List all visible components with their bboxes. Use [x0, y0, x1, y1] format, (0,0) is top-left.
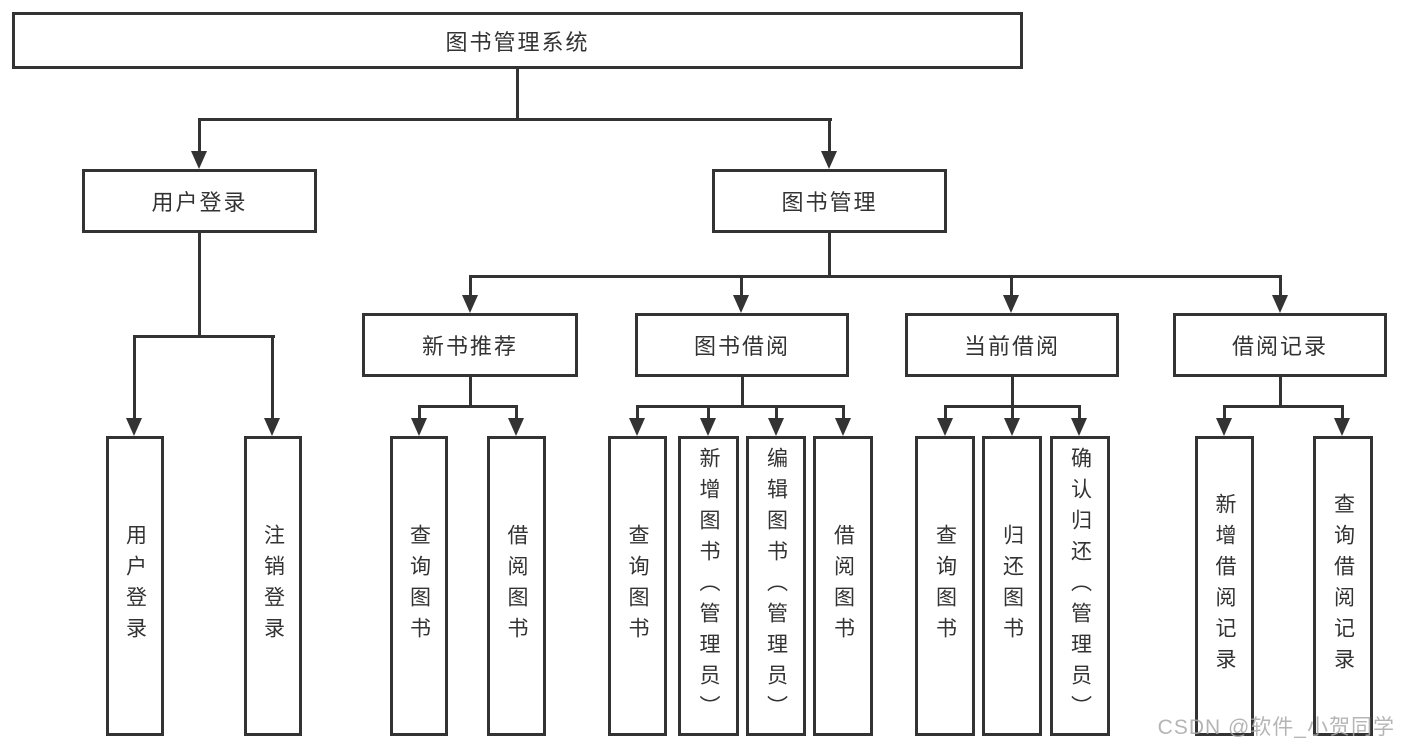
leaf-query-books-current: 查询图书	[915, 436, 975, 736]
node-user-login: 用户登录	[82, 169, 317, 233]
arrowhead-down-icon	[508, 418, 524, 436]
leaf-user-login: 用户登录	[106, 436, 164, 736]
connector-hline	[198, 118, 832, 121]
arrowhead-down-icon	[821, 151, 837, 169]
arrowhead-down-icon	[700, 418, 716, 436]
connector-vline	[418, 405, 421, 422]
arrowhead-down-icon	[733, 295, 749, 313]
connector-vline	[828, 118, 831, 156]
arrowhead-down-icon	[1071, 418, 1087, 436]
node-new-book-recommend: 新书推荐	[362, 313, 578, 377]
connector-vline	[636, 405, 639, 422]
arrowhead-down-icon	[191, 151, 207, 169]
connector-vline	[741, 377, 744, 407]
arrowhead-down-icon	[411, 418, 427, 436]
arrowhead-down-icon	[1334, 418, 1350, 436]
csdn-watermark: CSDN @软件_小贺同学	[1157, 716, 1395, 739]
connector-hline	[469, 275, 1282, 278]
leaf-borrow-books: 借阅图书	[813, 436, 873, 736]
leaf-add-books-admin: 新增图书（管理员）	[678, 436, 739, 736]
leaf-query-books-recommend: 查询图书	[390, 436, 448, 736]
arrowhead-down-icon	[937, 418, 953, 436]
arrowhead-down-icon	[126, 418, 142, 436]
leaf-borrow-books-recommend: 借阅图书	[487, 436, 546, 736]
connector-vline	[842, 405, 845, 422]
arrowhead-down-icon	[768, 418, 784, 436]
node-book-management: 图书管理	[712, 169, 947, 233]
arrowhead-down-icon	[1004, 418, 1020, 436]
arrowhead-down-icon	[462, 295, 478, 313]
arrowhead-down-icon	[1216, 418, 1232, 436]
connector-vline	[1341, 405, 1344, 422]
connector-vline	[1010, 275, 1013, 300]
connector-vline	[516, 68, 519, 120]
connector-vline	[1223, 405, 1226, 422]
leaf-edit-books-admin: 编辑图书（管理员）	[746, 436, 806, 736]
arrowhead-down-icon	[835, 418, 851, 436]
connector-vline	[740, 275, 743, 300]
leaf-add-borrow-record: 新增借阅记录	[1195, 436, 1254, 736]
connector-vline	[707, 405, 710, 422]
connector-vline	[1279, 275, 1282, 300]
leaf-query-books-borrowing: 查询图书	[608, 436, 667, 736]
connector-vline	[469, 275, 472, 300]
connector-vline	[198, 233, 201, 337]
arrowhead-down-icon	[264, 418, 280, 436]
arrowhead-down-icon	[1272, 295, 1288, 313]
node-borrowing-records: 借阅记录	[1173, 313, 1387, 377]
connector-vline	[1011, 377, 1014, 407]
connector-vline	[271, 335, 274, 421]
node-book-borrowing: 图书借阅	[635, 313, 849, 377]
arrowhead-down-icon	[1003, 295, 1019, 313]
connector-hline	[418, 405, 518, 408]
leaf-return-books: 归还图书	[982, 436, 1042, 736]
connector-vline	[1011, 405, 1014, 422]
connector-vline	[133, 335, 136, 421]
connector-vline	[198, 118, 201, 156]
connector-vline	[775, 405, 778, 422]
leaf-confirm-return-admin: 确认归还（管理员）	[1050, 436, 1110, 736]
connector-hline	[133, 335, 275, 338]
node-book-management-system: 图书管理系统	[12, 12, 1023, 69]
node-current-borrowing: 当前借阅	[905, 313, 1119, 377]
arrowhead-down-icon	[629, 418, 645, 436]
connector-vline	[828, 233, 831, 277]
connector-vline	[1279, 377, 1282, 407]
connector-vline	[1078, 405, 1081, 422]
connector-vline	[515, 405, 518, 422]
connector-vline	[469, 377, 472, 407]
connector-hline	[636, 405, 845, 408]
leaf-query-borrow-record: 查询借阅记录	[1313, 436, 1373, 736]
leaf-logout: 注销登录	[244, 436, 302, 736]
connector-hline	[1223, 405, 1344, 408]
connector-vline	[944, 405, 947, 422]
